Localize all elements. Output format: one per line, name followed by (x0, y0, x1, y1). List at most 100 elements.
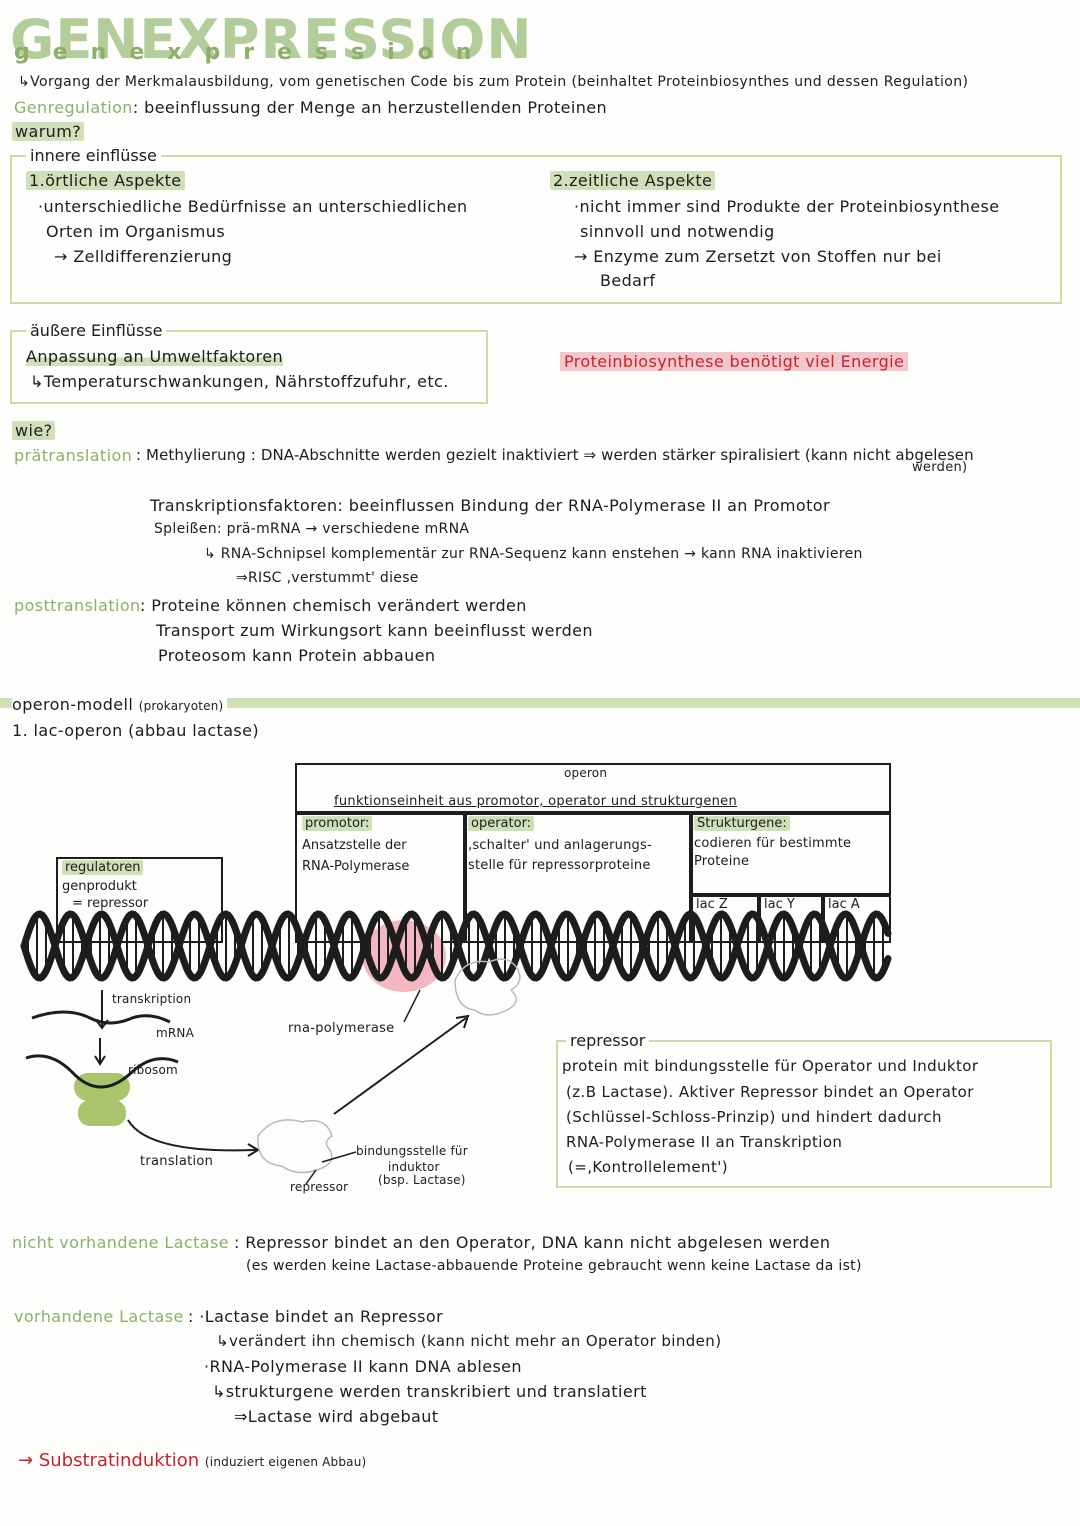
aeussere-line-1: Anpassung an Umweltfaktoren (26, 347, 283, 366)
operon-subheading: 1. lac-operon (abbau lactase) (12, 721, 260, 740)
promotor-text-2: RNA-Polymerase (302, 859, 410, 874)
zeitlich-line-3: → Enzyme zum Zersetzt von Stoffen nur be… (574, 247, 942, 266)
operator-title: operator: (468, 816, 535, 831)
praetranslation-wrap: werden) (912, 460, 968, 475)
posttranslation-line-3: Proteosom kann Protein abbauen (158, 646, 436, 665)
regulator-text-1: genprodukt (62, 879, 137, 894)
transkriptionsfaktoren-line: Transkriptionsfaktoren: beeinflussen Bin… (150, 496, 830, 515)
repressor-line-4: RNA-Polymerase II an Transkription (566, 1133, 843, 1151)
operon-definition: funktionseinheit aus promotor, operator … (334, 794, 738, 809)
repressor-line-5: (=‚Kontrollelement') (568, 1158, 729, 1176)
posttranslation-line-2: Transport zum Wirkungsort kann beeinflus… (156, 621, 593, 640)
dna-helix-diagram (20, 910, 892, 1185)
aeussere-einfluesse-box (10, 330, 488, 404)
repressor-box (556, 1040, 1052, 1188)
nicht-vorhandene-line-2: (es werden keine Lactase-abbauende Prote… (246, 1258, 862, 1274)
operator-text-1: ‚schalter' und anlagerungs- (468, 838, 652, 853)
label-rna-polymerase: rna-polymerase (288, 1021, 395, 1036)
posttranslation-line-1: : Proteine können chemisch verändert wer… (140, 596, 527, 615)
regulator-text-2: = repressor (72, 896, 149, 911)
strukturgene-text-2: Proteine (694, 854, 750, 869)
mrna-in-ribosom (25, 1054, 179, 1089)
zeitlich-line-2: sinnvoll und notwendig (580, 222, 775, 241)
rna-schnipsel-line: ↳ RNA-Schnipsel komplementär zur RNA-Seq… (204, 546, 863, 562)
warum-label: warum? (12, 122, 85, 141)
vorhandene-line-4: ↳strukturgene werden transkribiert und t… (212, 1382, 647, 1401)
regulator-box (56, 857, 223, 943)
mrna-strand (31, 1010, 171, 1025)
arrow-right-icon: → (18, 1450, 34, 1471)
operon-title-box (295, 763, 891, 815)
label-bindungsstelle-3: (bsp. Lactase) (378, 1173, 466, 1187)
oertlich-line-3: → Zelldifferenzierung (54, 247, 233, 266)
zeitlich-title: 2.zeitliche Aspekte (550, 171, 716, 190)
oertlich-line-1: ·unterschiedliche Bedürfnisse an untersc… (38, 197, 468, 216)
definition-text: ↳Vorgang der Merkmalausbildung, vom gene… (18, 74, 969, 90)
dna-strand-2 (20, 910, 892, 982)
praetranslation-label: prätranslation (14, 446, 133, 465)
dna-helix (20, 910, 892, 982)
operon-title: operon (564, 766, 608, 780)
vorhandene-line-2: ↳verändert ihn chemisch (kann nicht mehr… (216, 1332, 722, 1350)
risc-line: ⇒RISC ‚verstummt' diese (236, 570, 419, 586)
bindungsstelle-pointer (321, 1151, 357, 1163)
substratinduktion-line: → Substratinduktion (induziert eigenen A… (18, 1450, 366, 1471)
strukturgene-title: Strukturgene: (694, 816, 790, 831)
innere-legend: innere einflüsse (26, 146, 161, 165)
repressor-shape (257, 1119, 333, 1174)
operon-heading-note: (prokaryoten) (138, 699, 224, 713)
nicht-vorhandene-lactase-label: nicht vorhandene Lactase (12, 1233, 229, 1252)
zeitlich-line-4: Bedarf (600, 271, 656, 290)
vorhandene-line-3: ·RNA-Polymerase II kann DNA ablesen (204, 1357, 522, 1376)
label-repressor: repressor (290, 1180, 349, 1194)
lac-y-label: lac Y (764, 897, 795, 912)
repressor-line-1: protein mit bindungsstelle für Operator … (562, 1057, 979, 1075)
genregulation-label: Genregulation (14, 98, 133, 117)
ribosom-bottom-shape (78, 1100, 126, 1126)
lac-a-label: lac A (828, 897, 860, 912)
strukturgene-text-1: codieren für bestimmte (694, 836, 852, 851)
repressor-line-3: (Schlüssel-Schloss-Prinzip) und hindert … (566, 1108, 942, 1126)
genregulation-text: : beeinflussung der Menge an herzustelle… (132, 98, 608, 117)
label-bindungsstelle-2: induktor (388, 1160, 440, 1174)
nicht-vorhandene-line-1: : Repressor bindet an den Operator, DNA … (234, 1233, 831, 1252)
translation-arrow (127, 1119, 257, 1152)
genregulation-line: Genregulation: beeinflussung der Menge a… (14, 98, 607, 117)
vorhandene-lactase-label: vorhandene Lactase (14, 1307, 184, 1326)
operon-heading: operon-modell (prokaryoten) (12, 695, 228, 714)
repressor-legend: repressor (566, 1031, 650, 1050)
section-divider (0, 698, 1080, 708)
page-subtitle: genexpression (14, 40, 495, 65)
zeitlich-line-1: ·nicht immer sind Produkte der Proteinbi… (574, 197, 1000, 216)
polymerase-pointer (403, 989, 421, 1023)
repressor-on-operator-shape (454, 958, 521, 1016)
operon-heading-text: operon-modell (12, 695, 134, 714)
aeussere-legend: äußere Einflüsse (26, 321, 167, 340)
innere-einfluesse-box (10, 155, 1062, 304)
aeussere-line-2: ↳Temperaturschwankungen, Nährstoffzufuhr… (30, 372, 449, 391)
page-title: GENEXPRESSION (10, 8, 533, 71)
promotor-title: promotor: (302, 816, 373, 831)
oertlich-line-2: Orten im Organismus (46, 222, 226, 241)
lac-z-label: lac Z (696, 897, 728, 912)
praetranslation-line: : Methylierung : DNA-Abschnitte werden g… (136, 446, 974, 464)
operator-text-2: stelle für repressorproteine (468, 858, 651, 873)
oertlich-title: 1.örtliche Aspekte (26, 171, 185, 190)
strukturgene-box (689, 811, 891, 897)
substratinduktion-note: (induziert eigenen Abbau) (204, 1455, 367, 1469)
vorhandene-line-5: ⇒Lactase wird abgebaut (234, 1407, 439, 1426)
substratinduktion-term: Substratinduktion (38, 1450, 200, 1471)
energie-note: Proteinbiosynthese benötigt viel Energie (560, 352, 909, 371)
wie-label: wie? (12, 421, 56, 440)
label-mrna: mRNA (156, 1026, 195, 1040)
label-translation: translation (140, 1154, 214, 1169)
spleissen-line: Spleißen: prä-mRNA → verschiedene mRNA (154, 521, 470, 537)
regulator-title: regulatoren (62, 860, 144, 875)
repressor-binding-arrow (333, 1017, 467, 1115)
label-transkription: transkription (112, 992, 192, 1006)
repressor-pointer (305, 1169, 317, 1185)
label-ribosom: ribosom (128, 1063, 178, 1077)
vorhandene-line-1: : ·Lactase bindet an Repressor (188, 1307, 444, 1326)
posttranslation-label: posttranslation (14, 596, 141, 615)
repressor-line-2: (z.B Lactase). Aktiver Repressor bindet … (566, 1083, 974, 1101)
